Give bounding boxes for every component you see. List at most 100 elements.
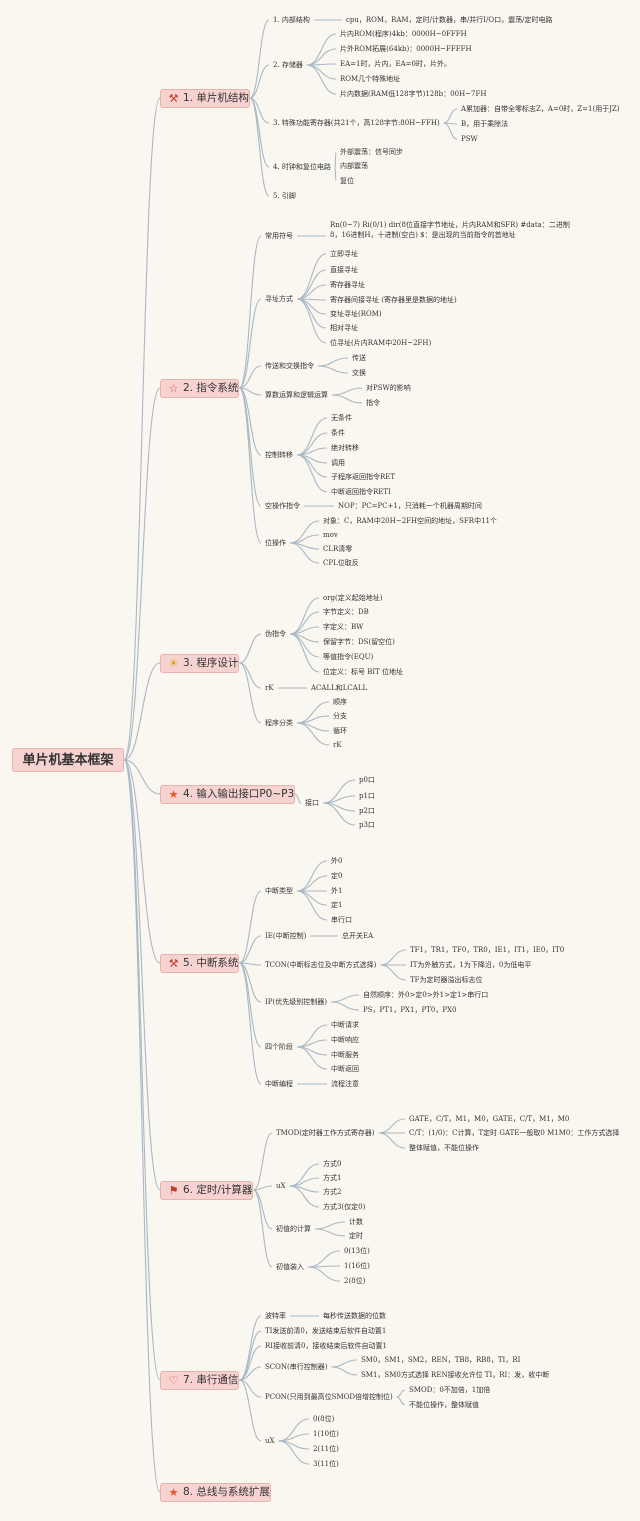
leaf-node[interactable]: SM0，SM1，SM2，REN，TB8，RB8，TI，RI <box>361 1356 521 1364</box>
leaf-node[interactable]: Rn(0~7) Ri(0/1) dir(8位直接字节地址，片内RAM和SFR) … <box>330 221 570 239</box>
topic-node[interactable]: 程序分类 <box>265 719 293 727</box>
leaf-node[interactable]: 中断返回 <box>331 1065 359 1073</box>
leaf-node[interactable]: 流程注意 <box>331 1080 359 1088</box>
section-node[interactable]: ⚒5. 中断系统 <box>160 953 240 973</box>
section-node[interactable]: ⚑6. 定时/计算器 <box>160 1180 254 1200</box>
leaf-node[interactable]: 中断响应 <box>331 1036 359 1044</box>
leaf-node[interactable]: B，用于乘除法 <box>461 120 509 128</box>
topic-node[interactable]: 算数运算和逻辑运算 <box>265 391 328 399</box>
topic-node[interactable]: 2. 存储器 <box>273 61 303 69</box>
leaf-node[interactable]: A累加器：自带全零标志Z，A=0时，Z=1(用于JZ) <box>461 105 620 113</box>
leaf-node[interactable]: 3(11位) <box>313 1460 339 1468</box>
topic-node[interactable]: 初值的计算 <box>276 1225 311 1233</box>
leaf-node[interactable]: 每秒传送数据的位数 <box>323 1312 386 1320</box>
leaf-node[interactable]: 对象：C，RAM中20H~2FH空间的地址，SFR中11个 <box>323 517 497 525</box>
leaf-node[interactable]: 总开关EA <box>342 932 374 940</box>
leaf-node[interactable]: 立即寻址 <box>330 250 358 258</box>
leaf-node[interactable]: SM1，SM0方式选择 REN接收允许位 TI，RI：发，收中断 <box>361 1371 550 1379</box>
topic-node[interactable]: 位操作 <box>265 539 286 547</box>
leaf-node[interactable]: mov <box>323 531 338 539</box>
leaf-node[interactable]: 指令 <box>366 399 380 407</box>
leaf-node[interactable]: org(定义起始地址) <box>323 594 383 602</box>
section-node[interactable]: ⚒1. 单片机结构 <box>160 88 250 108</box>
topic-node[interactable]: IP(优先级别控制器) <box>265 998 327 1006</box>
leaf-node[interactable]: rK <box>333 741 342 749</box>
leaf-node[interactable]: C/T：(1/0)：C计算，T定时 GATE一般取0 M1M0：工作方式选择 <box>409 1129 620 1137</box>
section-node[interactable]: ♡7. 串行通信 <box>160 1370 240 1390</box>
topic-node[interactable]: 中断类型 <box>265 887 293 895</box>
leaf-node[interactable]: 中断服务 <box>331 1051 359 1059</box>
leaf-node[interactable]: cpu，ROM，RAM，定时/计数器，串/并行I/O口，震荡/定时电路 <box>346 16 553 24</box>
leaf-node[interactable]: 子程序返回指令RET <box>331 473 396 481</box>
leaf-node[interactable]: 复位 <box>340 177 354 185</box>
topic-node[interactable]: rK <box>265 684 274 692</box>
leaf-node[interactable]: p2口 <box>359 807 375 815</box>
section-node[interactable]: ★4. 输入输出接口P0~P3 <box>160 784 296 804</box>
leaf-node[interactable]: PS，PT1，PX1，PT0，PX0 <box>363 1006 457 1014</box>
topic-node[interactable]: TI发送前清0，发送结束后软件自动置1 <box>265 1327 387 1335</box>
leaf-node[interactable]: 自然顺序：外0>定0>外1>定1>串行口 <box>363 991 489 999</box>
leaf-node[interactable]: 条件 <box>331 429 345 437</box>
leaf-node[interactable]: 位定义：标号 BIT 位地址 <box>323 668 404 676</box>
topic-node[interactable]: RI接收前清0，接收结束后软件自动置1 <box>265 1342 387 1350</box>
topic-node[interactable]: 3. 特殊功能寄存器(共21个，高128字节:80H~FFH) <box>273 119 440 127</box>
topic-node[interactable]: 常用符号 <box>265 232 293 240</box>
leaf-node[interactable]: 无条件 <box>331 414 352 422</box>
leaf-node[interactable]: 字定义：BW <box>323 623 364 631</box>
leaf-node[interactable]: 片内ROM(程序)4kb：0000H~0FFFH <box>340 30 467 38</box>
leaf-node[interactable]: 定1 <box>331 901 343 909</box>
leaf-node[interactable]: 片外ROM拓展(64kb)：0000H~FFFFH <box>340 45 472 53</box>
leaf-node[interactable]: CLR清零 <box>323 545 353 553</box>
leaf-node[interactable]: 绝对转移 <box>331 444 359 452</box>
leaf-node[interactable]: 交换 <box>352 369 366 377</box>
leaf-node[interactable]: 片内数据(RAM低128字节)128b：00H~7FH <box>340 90 487 98</box>
leaf-node[interactable]: 字节定义：DB <box>323 608 369 616</box>
leaf-node[interactable]: 调用 <box>331 459 345 467</box>
topic-node[interactable]: 初值装入 <box>276 1263 304 1271</box>
leaf-node[interactable]: 位寻址(片内RAM中20H~2FH) <box>330 339 432 347</box>
topic-node[interactable]: 伪指令 <box>265 630 286 638</box>
topic-node[interactable]: 接口 <box>305 799 319 807</box>
leaf-node[interactable]: 内部震荡 <box>340 162 368 170</box>
leaf-node[interactable]: GATE，C/T，M1，M0，GATE，C/T，M1，M0 <box>409 1115 570 1123</box>
section-node[interactable]: ☆2. 指令系统 <box>160 378 240 398</box>
leaf-node[interactable]: 循环 <box>333 727 347 735</box>
topic-node[interactable]: uX <box>265 1437 275 1445</box>
leaf-node[interactable]: 计数 <box>349 1218 363 1226</box>
leaf-node[interactable]: TF1，TR1，TF0，TR0，IE1，IT1，IE0，IT0 <box>410 946 565 954</box>
leaf-node[interactable]: 直接寻址 <box>330 266 358 274</box>
leaf-node[interactable]: 外部震荡：信号同步 <box>340 148 403 156</box>
topic-node[interactable]: IE(中断控制) <box>265 932 307 940</box>
leaf-node[interactable]: EA=1时，片内，EA=0时，片外。 <box>340 60 451 68</box>
leaf-node[interactable]: 分支 <box>333 712 347 720</box>
leaf-node[interactable]: 外0 <box>331 857 343 865</box>
leaf-node[interactable]: 不能位操作，整体赋值 <box>409 1401 479 1409</box>
leaf-node[interactable]: 变址寻址(ROM) <box>330 310 382 318</box>
leaf-node[interactable]: 2(8位) <box>344 1277 366 1285</box>
topic-node[interactable]: 空操作指令 <box>265 502 300 510</box>
leaf-node[interactable]: 方式3(仅定0) <box>323 1203 366 1211</box>
leaf-node[interactable]: 外1 <box>331 887 343 895</box>
leaf-node[interactable]: 中断返回指令RETI <box>331 488 391 496</box>
section-node[interactable]: ☀3. 程序设计 <box>160 653 240 673</box>
leaf-node[interactable]: 定时 <box>349 1232 363 1240</box>
leaf-node[interactable]: SMOD：0不加倍，1加倍 <box>409 1386 491 1394</box>
topic-node[interactable]: PCON(只用到最高位SMOD倍增控制位) <box>265 1393 393 1401</box>
leaf-node[interactable]: p0口 <box>359 776 375 784</box>
topic-node[interactable]: TMOD(定时器工作方式寄存器) <box>276 1129 375 1137</box>
topic-node[interactable]: 中断编程 <box>265 1080 293 1088</box>
leaf-node[interactable]: 顺序 <box>333 698 347 706</box>
topic-node[interactable]: 1. 内部结构 <box>273 16 310 24</box>
leaf-node[interactable]: p1口 <box>359 792 375 800</box>
topic-node[interactable]: 传送和交换指令 <box>265 362 314 370</box>
leaf-node[interactable]: 串行口 <box>331 916 352 924</box>
leaf-node[interactable]: IT为外触方式，1为下降沿，0为低电平 <box>410 961 532 969</box>
leaf-node[interactable]: p3口 <box>359 821 375 829</box>
leaf-node[interactable]: 2(11位) <box>313 1445 339 1453</box>
leaf-node[interactable]: CPL位取反 <box>323 559 359 567</box>
leaf-node[interactable]: ROM几个特殊地址 <box>340 75 401 83</box>
leaf-node[interactable]: 寄存器间接寻址 (寄存器里是数据的地址) <box>330 296 457 304</box>
leaf-node[interactable]: TF为定时器溢出标志位 <box>410 976 483 984</box>
topic-node[interactable]: SCON(串行控制器) <box>265 1363 328 1371</box>
topic-node[interactable]: 5. 引脚 <box>273 192 296 200</box>
